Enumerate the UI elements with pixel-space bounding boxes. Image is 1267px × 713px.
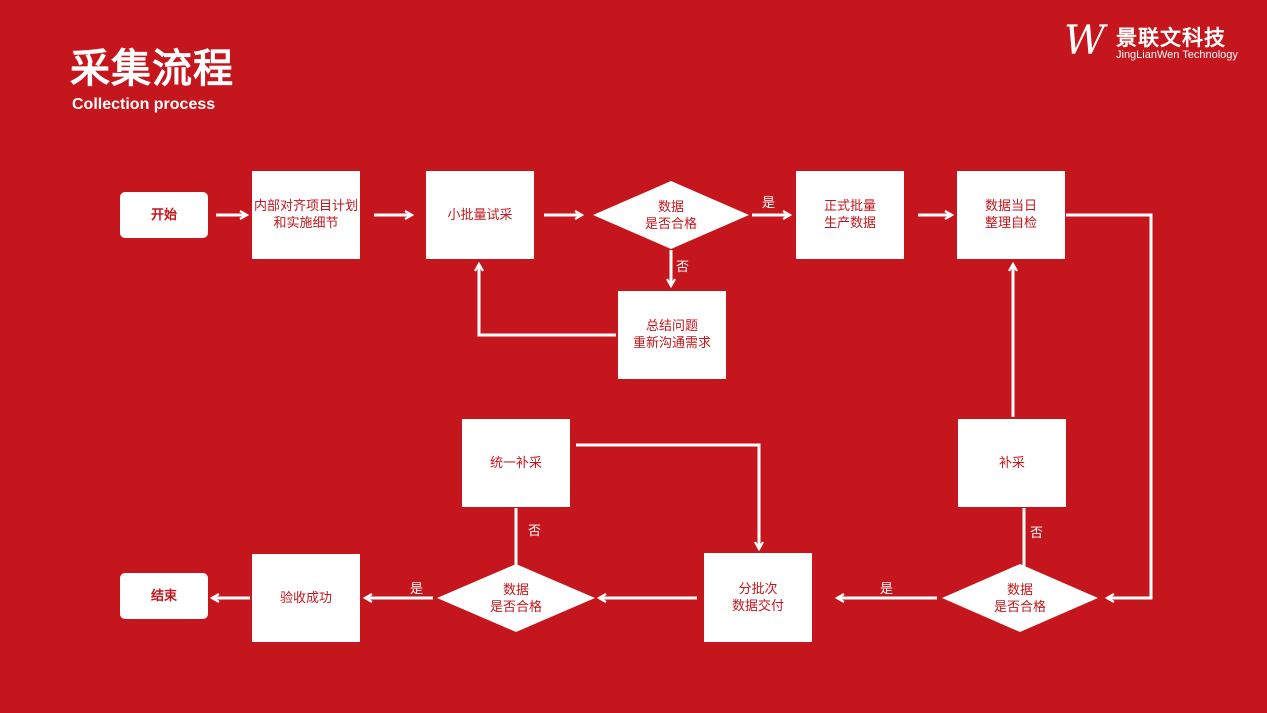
diamond-check2-label: 数据 是否合格	[960, 582, 1080, 616]
logo-w-icon: W	[1064, 18, 1106, 64]
node-delivery-line2: 数据交付	[731, 598, 784, 614]
arrow-selfcheck-to-check2	[1066, 213, 1153, 598]
page-subtitle: Collection process	[72, 96, 216, 113]
node-formal-line2: 生产数据	[823, 216, 876, 231]
diamond-check1-line2: 是否合格	[644, 217, 697, 232]
diamond-check1-label: 数据 是否合格	[611, 199, 731, 233]
node-summary-line2: 重新沟通需求	[632, 336, 711, 351]
node-pilot: 小批量试采	[426, 171, 534, 259]
diamond-check1	[593, 181, 749, 249]
node-summary: 总结问题 重新沟通需求	[618, 291, 726, 379]
diamond-check2	[942, 564, 1098, 632]
diamond-check3	[437, 564, 595, 632]
node-supplement: 补采	[958, 419, 1066, 507]
logo-name-en: JingLianWen Technology	[1116, 49, 1238, 61]
label-no-2: 否	[1030, 526, 1044, 541]
diamond-check3-line2: 是否合格	[489, 600, 542, 615]
label-no-3: 否	[528, 524, 542, 539]
node-batch-delivery: 分批次 数据交付	[704, 553, 812, 642]
page-title: 采集流程	[70, 46, 234, 92]
diamond-check3-line1: 数据	[502, 583, 529, 598]
node-acceptance: 验收成功	[252, 554, 360, 642]
logo-name-cn: 景联文科技	[1116, 26, 1226, 50]
node-selfcheck-line2: 整理自检	[984, 216, 1037, 231]
label-yes-1: 是	[762, 196, 776, 211]
node-summary-line1: 总结问题	[645, 319, 698, 334]
node-start: 开始	[120, 192, 208, 238]
company-logo: W 景联文科技 JingLianWen Technology	[1064, 20, 1244, 66]
node-selfcheck-line1: 数据当日	[984, 199, 1037, 214]
arrow-summary-to-pilot	[479, 264, 616, 337]
label-yes-3: 是	[410, 582, 424, 597]
diamond-check2-line1: 数据	[1006, 583, 1033, 598]
node-formal-line1: 正式批量	[823, 199, 876, 214]
label-yes-2: 是	[880, 582, 894, 597]
diamond-check2-line2: 是否合格	[993, 600, 1046, 615]
arrow-unified-to-delivery	[576, 443, 759, 549]
node-unified-supplement: 统一补采	[462, 419, 570, 507]
node-selfcheck: 数据当日 整理自检	[957, 171, 1065, 259]
node-end: 结束	[120, 573, 208, 619]
node-align-plan: 内部对齐项目计划和实施细节	[252, 171, 360, 259]
diamond-check1-line1: 数据	[657, 200, 684, 215]
diamond-check3-label: 数据 是否合格	[456, 582, 576, 616]
node-formal: 正式批量 生产数据	[796, 171, 904, 259]
label-no-1: 否	[676, 260, 690, 275]
node-delivery-line1: 分批次	[738, 581, 778, 597]
